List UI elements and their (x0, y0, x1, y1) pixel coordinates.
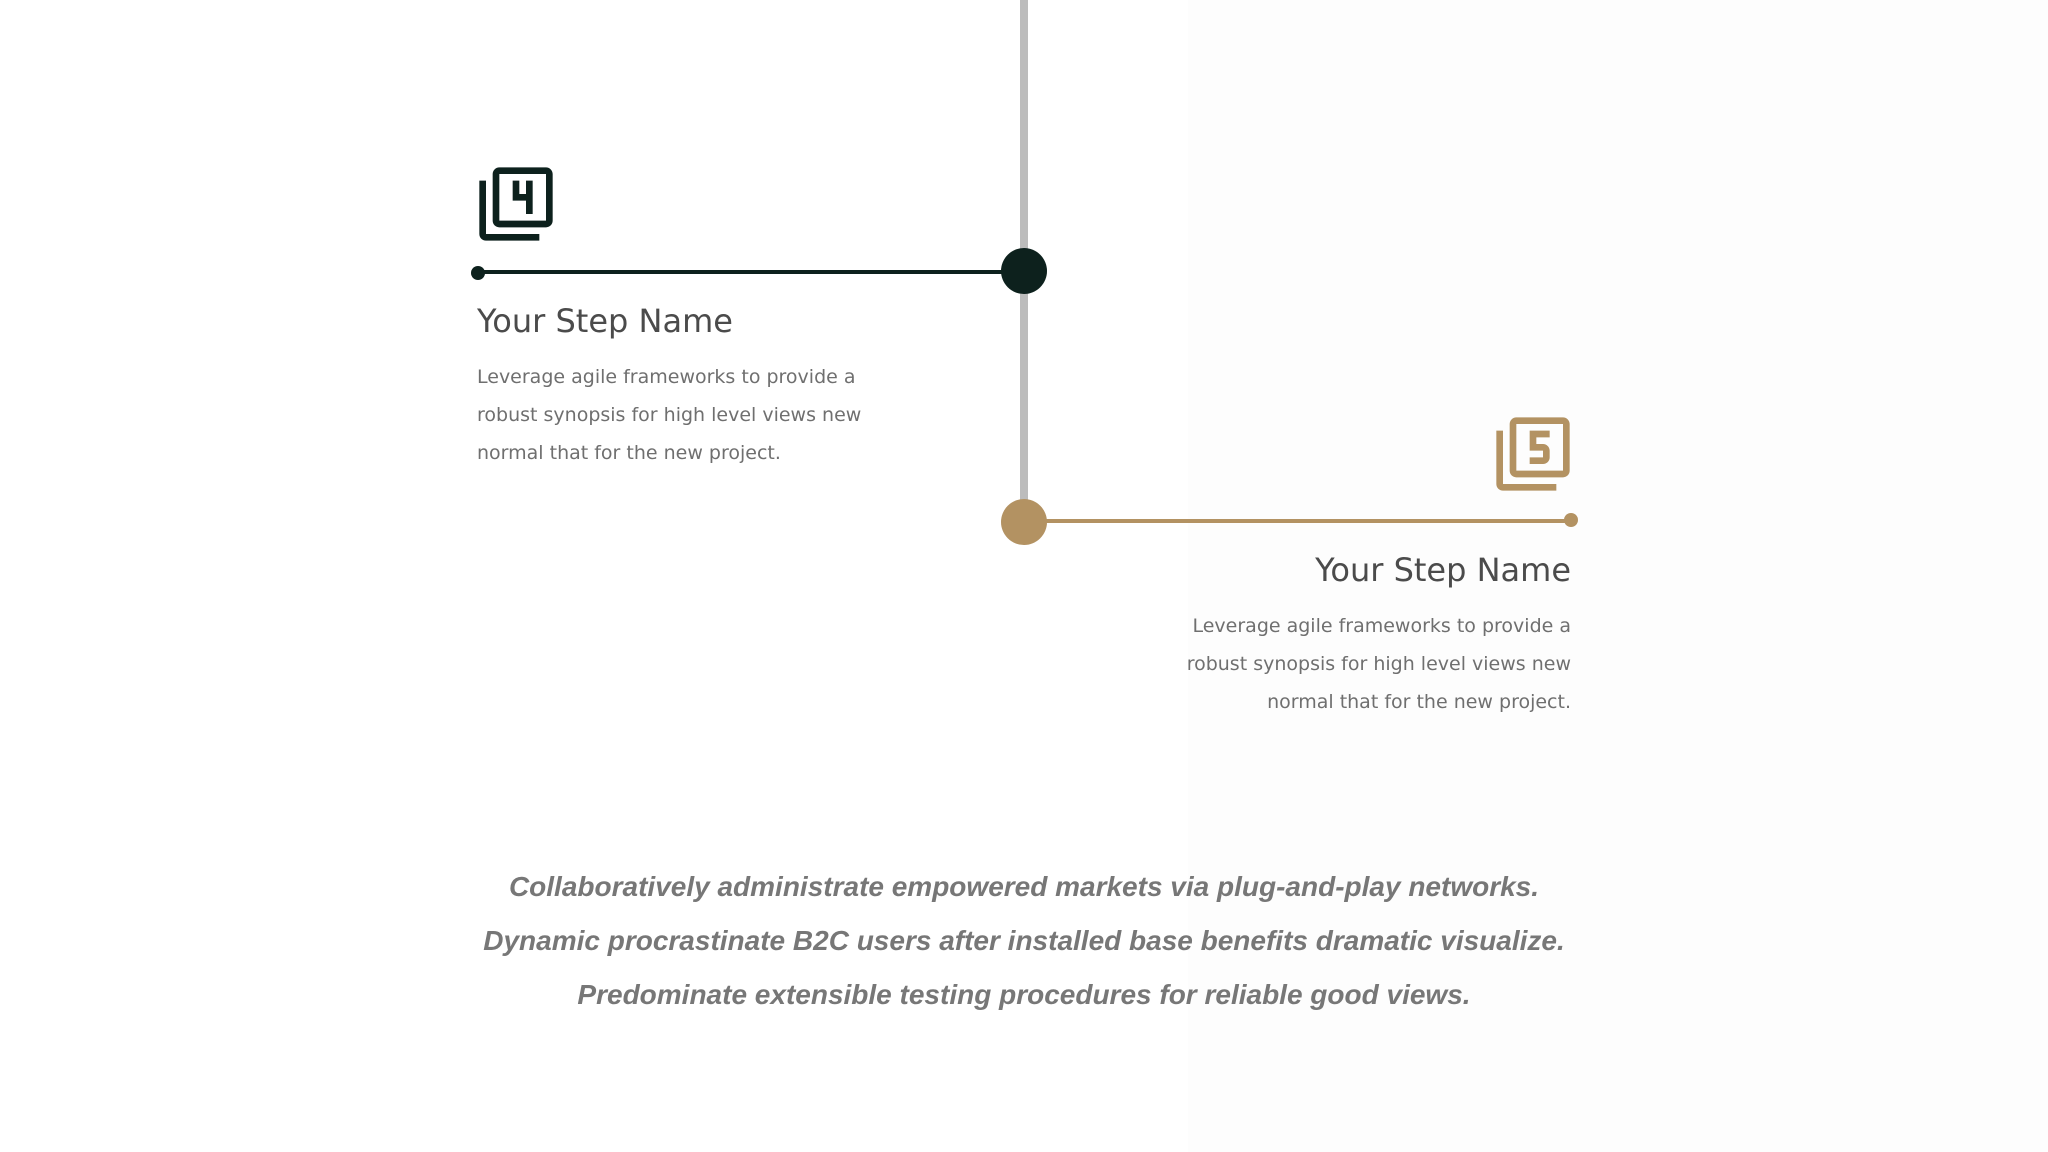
step-5-connector-line (1024, 519, 1572, 523)
summary-quote-line: Collaboratively administrate empowered m… (508, 871, 1540, 902)
step-5-description: Leverage agile frameworks to provide a r… (1151, 607, 1571, 721)
step-5-timeline-node (1001, 499, 1047, 545)
summary-quote: Collaboratively administrate empowered m… (324, 860, 1724, 1022)
step-5-description-line: Leverage agile frameworks to provide a (1192, 615, 1571, 637)
step-4-connector-end-dot (471, 266, 485, 280)
step-5-title: Your Step Name (1315, 551, 1571, 589)
filter-4-icon (476, 164, 556, 244)
step-4-title: Your Step Name (477, 302, 733, 340)
summary-quote-line: Predominate extensible testing procedure… (577, 979, 1471, 1010)
step-4-description-line: normal that for the new project. (477, 442, 781, 464)
step-5-description-line: robust synopsis for high level views new (1186, 653, 1571, 675)
background-panel (1188, 0, 2048, 1152)
step-4-connector-line (477, 270, 1024, 274)
step-5-description-line: normal that for the new project. (1267, 691, 1571, 713)
step-4-description-line: Leverage agile frameworks to provide a (477, 366, 856, 388)
filter-5-icon (1493, 414, 1573, 494)
summary-quote-line: Dynamic procrastinate B2C users after in… (483, 925, 1565, 956)
step-4-timeline-node (1001, 248, 1047, 294)
step-4-description-line: robust synopsis for high level views new (477, 404, 862, 426)
step-4-description: Leverage agile frameworks to provide a r… (477, 358, 897, 472)
step-5-connector-end-dot (1564, 513, 1578, 527)
